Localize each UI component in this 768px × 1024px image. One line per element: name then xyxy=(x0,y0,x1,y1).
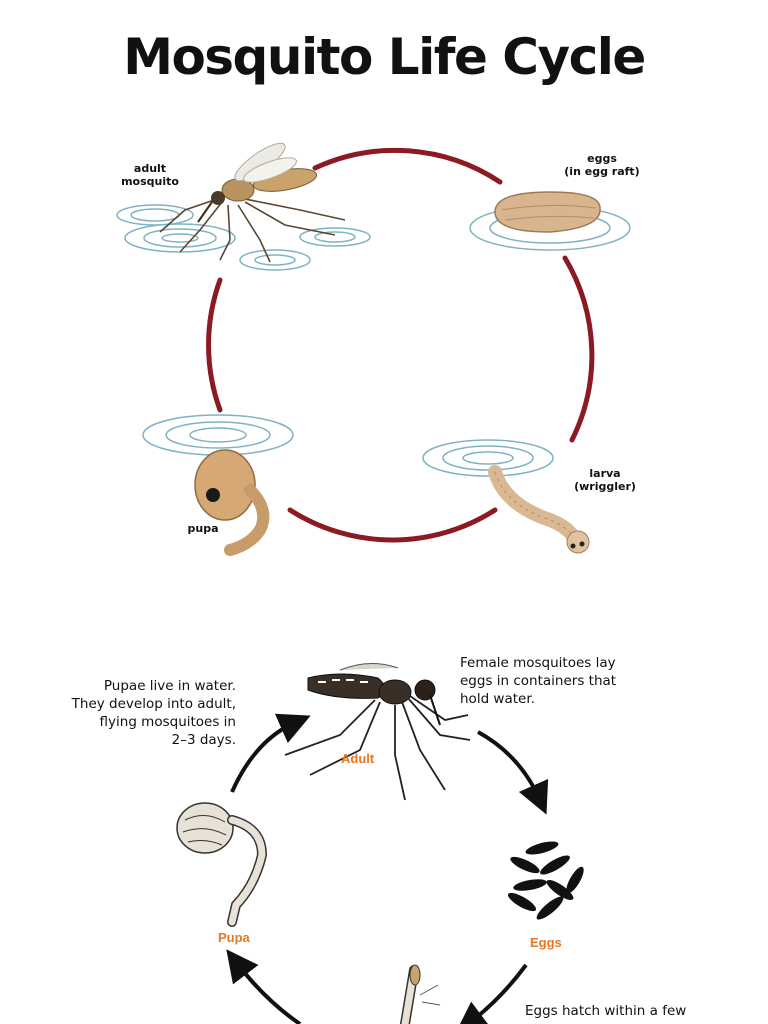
label-pupa: pupa xyxy=(187,522,219,535)
label-adult-mosquito: adult mosquito xyxy=(121,162,179,188)
note-pupa: Pupae live in water. They develop into a… xyxy=(71,678,236,748)
label-pupa-stage: Pupa xyxy=(218,930,250,945)
cycle-ring xyxy=(206,147,595,543)
cycle-arrows xyxy=(226,713,549,1024)
realistic-life-cycle-diagram: adult mosquito eggs (in egg raft) larva … xyxy=(110,110,660,570)
label-eggs: Eggs xyxy=(530,935,562,950)
note-eggs: Eggs hatch within a few xyxy=(525,1003,687,1019)
adult-mosquito-illustration xyxy=(116,142,371,271)
label-larva: larva (wriggler) xyxy=(574,467,636,493)
larva-icon xyxy=(400,964,441,1024)
label-eggs-raft: eggs (in egg raft) xyxy=(564,152,640,178)
eggs-icon xyxy=(507,841,584,920)
note-adult: Female mosquitoes lay eggs in containers… xyxy=(460,655,617,707)
illustrated-life-cycle-diagram: Adult Eggs Pupa Female mosquitoes lay eg… xyxy=(0,640,768,1024)
pupa-icon xyxy=(176,802,268,927)
label-adult: Adult xyxy=(341,751,375,766)
adult-mosquito-icon xyxy=(284,663,471,801)
larva-illustration xyxy=(422,439,590,554)
pupa-illustration xyxy=(142,414,294,556)
page-title: Mosquito Life Cycle xyxy=(123,28,646,86)
egg-raft-illustration xyxy=(469,191,631,251)
